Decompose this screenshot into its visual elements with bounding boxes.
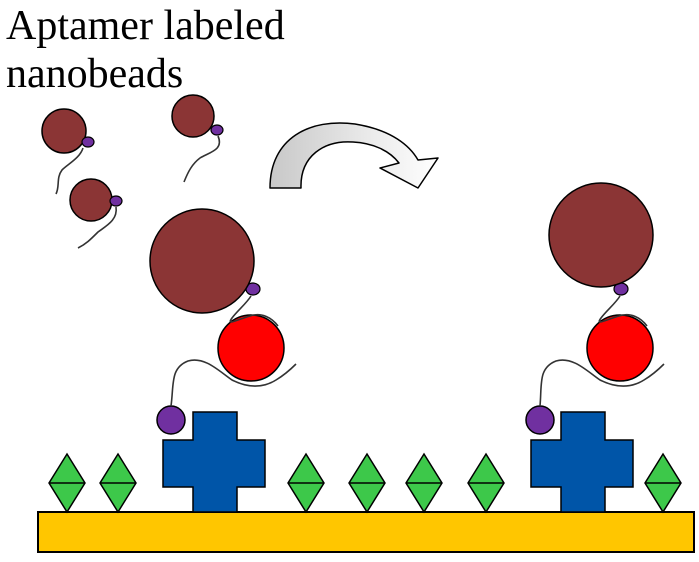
free-nanobead <box>69 178 123 249</box>
blocker-diamond <box>48 452 86 514</box>
capture-probe-left <box>156 405 186 435</box>
blocker-diamond <box>405 452 443 514</box>
bead-aptamer-strand-left <box>229 295 279 327</box>
title-line-2: nanobeads <box>6 51 184 97</box>
capture-probe-right <box>525 405 555 435</box>
curved-arrow-icon <box>269 122 439 189</box>
surface-aptamer-strand-left <box>170 359 297 407</box>
diagram-title: Aptamer labeled nanobeads <box>6 2 285 98</box>
bound-nanobead-right <box>548 182 654 288</box>
blocker-diamond <box>644 452 682 514</box>
free-nanobead <box>41 108 95 195</box>
target-molecule-right <box>586 314 654 382</box>
blocker-diamonds <box>48 452 682 514</box>
bound-nanobead-left <box>149 208 255 314</box>
surface-aptamer-strand-right <box>539 359 665 407</box>
blocker-diamond <box>348 452 386 514</box>
title-line-1: Aptamer labeled <box>6 3 285 49</box>
free-nanobead <box>171 94 224 183</box>
blocker-diamond <box>287 452 325 514</box>
blocker-diamond <box>99 452 137 514</box>
receptor-cross-right <box>530 411 634 513</box>
blocker-diamond <box>467 452 505 514</box>
substrate-bar <box>37 511 695 553</box>
receptor-cross-left <box>162 411 266 513</box>
bead-aptamer-strand-right <box>598 295 648 327</box>
target-molecule-left <box>217 314 285 382</box>
